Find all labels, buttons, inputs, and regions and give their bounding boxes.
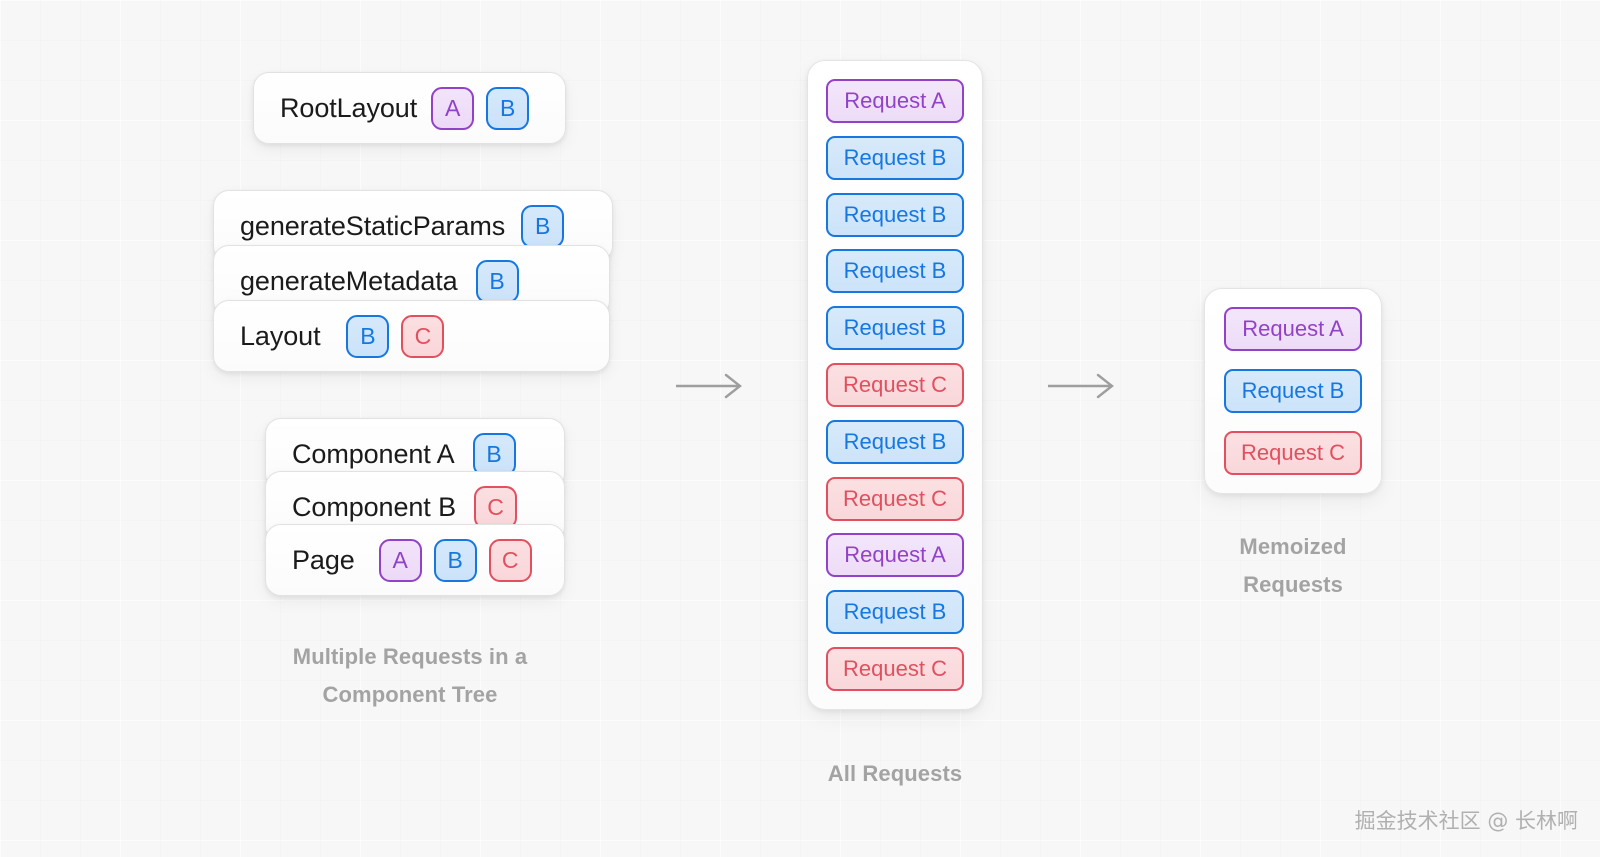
badge-group: B (475, 259, 519, 303)
pill-memoized-request[interactable]: Request B (1224, 369, 1362, 413)
card-label: generateStaticParams (240, 210, 506, 241)
badge-c: C (401, 314, 445, 358)
pill-memoized-request[interactable]: Request C (1224, 431, 1362, 475)
pill-request[interactable]: Request A (826, 533, 964, 578)
pill-request[interactable]: Request B (826, 590, 964, 635)
pill-request[interactable]: Request C (826, 476, 964, 521)
pill-request[interactable]: Request B (826, 249, 964, 294)
pill-request[interactable]: Request C (826, 646, 964, 691)
caption-all-requests: All Requests (827, 761, 963, 786)
pill-request[interactable]: Request B (826, 419, 964, 464)
panel-memoized-requests: Request A Request B Request C (1204, 288, 1382, 494)
pill-request[interactable]: Request A (826, 79, 964, 123)
card-label: Layout (240, 320, 321, 351)
arrow-right-icon-2 (1046, 370, 1118, 402)
pill-request[interactable]: Request B (826, 306, 964, 351)
badge-b: B (346, 314, 390, 358)
caption-memoized-requests: Memoized Requests (1193, 528, 1393, 604)
badge-c: C (474, 485, 517, 529)
card-label: RootLayout (280, 92, 418, 123)
arrow-right-icon-1 (674, 370, 746, 402)
badge-group: B (472, 432, 516, 476)
caption-line-1: Multiple Requests in a (292, 644, 528, 669)
panel-all-requests: Request A Request B Request B Request B … (807, 60, 983, 710)
badge-b: B (433, 538, 477, 582)
badge-b: B (486, 86, 530, 130)
caption-component-tree: Multiple Requests in a Component Tree (230, 638, 590, 714)
pill-memoized-request[interactable]: Request A (1224, 307, 1362, 351)
badge-group: B C (346, 314, 445, 358)
badge-b: B (472, 432, 516, 476)
badge-c: C (488, 538, 532, 582)
card-root-layout[interactable]: RootLayout A B (253, 72, 566, 144)
card-label: generateMetadata (240, 265, 458, 296)
badge-group: A B (431, 86, 530, 130)
badge-b: B (521, 204, 565, 248)
card-page[interactable]: Page A B C (265, 524, 565, 596)
caption-line-1: Memoized (1239, 534, 1347, 559)
card-label: Page (292, 544, 355, 575)
card-layout[interactable]: Layout B C (213, 300, 610, 372)
badge-group: A B C (378, 538, 532, 582)
caption-line-2: Requests (1243, 571, 1343, 597)
badge-group: B (521, 204, 565, 248)
pill-request[interactable]: Request C (826, 362, 964, 407)
card-label: Component B (292, 491, 456, 522)
badge-a: A (431, 86, 475, 130)
pill-request[interactable]: Request B (826, 135, 964, 180)
caption-line-2: Component Tree (322, 681, 498, 707)
pill-request[interactable]: Request B (826, 192, 964, 237)
badge-a: A (378, 538, 422, 582)
watermark: 掘金技术社区 @ 长林啊 (1354, 809, 1578, 833)
badge-group: C (474, 485, 517, 529)
badge-b: B (475, 259, 519, 303)
card-label: Component A (292, 438, 455, 469)
